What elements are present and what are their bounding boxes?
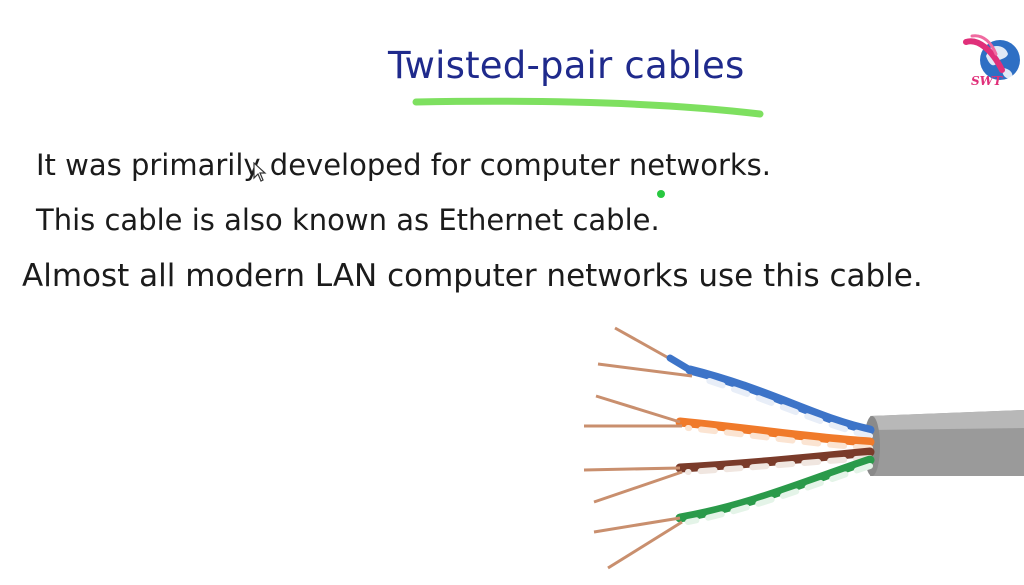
bullet-line-3: Almost all modern LAN computer networks … xyxy=(22,258,923,294)
logo-text: SWT xyxy=(971,74,1003,88)
title-underline-stroke xyxy=(412,97,764,118)
slide-title: Twisted-pair cables xyxy=(388,44,745,87)
mouse-pointer-icon xyxy=(253,162,267,182)
laser-pointer-dot xyxy=(657,190,665,198)
ethernet-cable-image xyxy=(583,326,1024,570)
bullet-line-2: This cable is also known as Ethernet cab… xyxy=(36,203,660,237)
bullet-line-1: It was primarily developed for computer … xyxy=(36,148,771,182)
globe-logo-icon xyxy=(963,34,1020,80)
